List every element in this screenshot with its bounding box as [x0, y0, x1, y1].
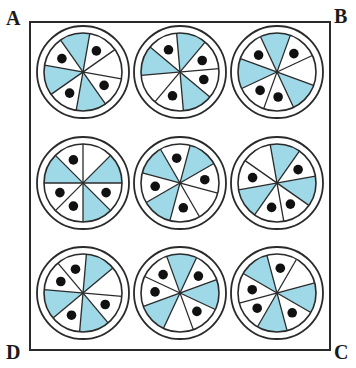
dot: [99, 81, 109, 91]
shaded-sector: [270, 144, 299, 183]
sector-line: [242, 56, 313, 89]
dot: [255, 86, 265, 96]
outer-ring: [134, 137, 226, 229]
dot: [199, 75, 209, 85]
vertex-label: C: [334, 342, 348, 362]
sector-line: [51, 50, 115, 95]
sector-line: [258, 259, 297, 327]
shaded-sector: [261, 33, 291, 72]
dot: [56, 277, 66, 287]
vertex-label: D: [6, 342, 20, 362]
outer-ring: [134, 26, 226, 118]
shaded-sector: [61, 33, 90, 72]
dot: [179, 203, 189, 213]
sector-line: [146, 164, 214, 203]
sector-line: [255, 151, 300, 215]
inner-ring: [44, 33, 122, 111]
outer-ring: [37, 247, 129, 339]
sector-line: [155, 42, 205, 102]
shaded-sector: [76, 72, 105, 111]
dot: [254, 50, 264, 60]
dot: [276, 263, 286, 273]
sector-line: [143, 280, 216, 307]
dot: [172, 153, 182, 163]
dot: [55, 188, 65, 198]
shaded-sector: [180, 280, 219, 310]
shaded-sector: [44, 155, 83, 183]
shaded-sector: [44, 65, 83, 94]
vertex-label: B: [334, 6, 347, 26]
shaded-sector: [238, 59, 277, 89]
shaded-sector: [167, 254, 197, 293]
sector-line: [55, 155, 110, 210]
dot: [200, 175, 210, 185]
dot: [101, 188, 111, 198]
dot: [65, 88, 75, 98]
outer-ring: [231, 26, 323, 118]
dot: [287, 308, 297, 318]
dot: [192, 307, 202, 317]
dot: [150, 287, 160, 297]
dot: [194, 271, 204, 281]
dot: [67, 310, 77, 320]
shaded-sector: [83, 183, 111, 222]
dot: [71, 264, 81, 274]
outer-ring: [134, 247, 226, 339]
square-outline: [30, 22, 330, 350]
shaded-sector: [143, 293, 180, 328]
dot: [267, 203, 277, 213]
outer-ring: [231, 247, 323, 339]
inner-ring: [141, 254, 219, 332]
shaded-sector: [83, 155, 122, 183]
inner-ring: [44, 254, 122, 332]
shaded-sector: [180, 72, 210, 111]
dot: [168, 91, 178, 101]
inner-ring: [238, 33, 316, 111]
dot: [100, 300, 110, 310]
inner-ring: [44, 144, 122, 222]
dot: [57, 54, 67, 64]
vertex-label: A: [6, 8, 20, 28]
dot: [92, 46, 102, 56]
shaded-sector: [277, 176, 316, 205]
dot: [252, 303, 262, 313]
inner-ring: [141, 144, 219, 222]
dot: [69, 155, 79, 165]
outer-ring: [37, 26, 129, 118]
outer-ring: [231, 137, 323, 229]
dot: [273, 92, 283, 102]
dot: [247, 285, 257, 295]
inner-ring: [238, 144, 316, 222]
dot: [293, 165, 303, 175]
dot: [150, 182, 160, 192]
dot: [289, 49, 299, 59]
circle-grid: [37, 26, 323, 339]
inner-ring: [238, 254, 316, 332]
dot: [197, 56, 207, 66]
dot: [248, 173, 258, 183]
dot: [164, 45, 174, 55]
dot: [158, 270, 168, 280]
sector-line: [53, 268, 113, 318]
inner-ring: [141, 33, 219, 111]
dot: [286, 199, 296, 209]
shaded-sector: [83, 254, 113, 293]
shaded-sector: [277, 72, 314, 107]
dot: [69, 201, 79, 211]
outer-ring: [37, 137, 129, 229]
